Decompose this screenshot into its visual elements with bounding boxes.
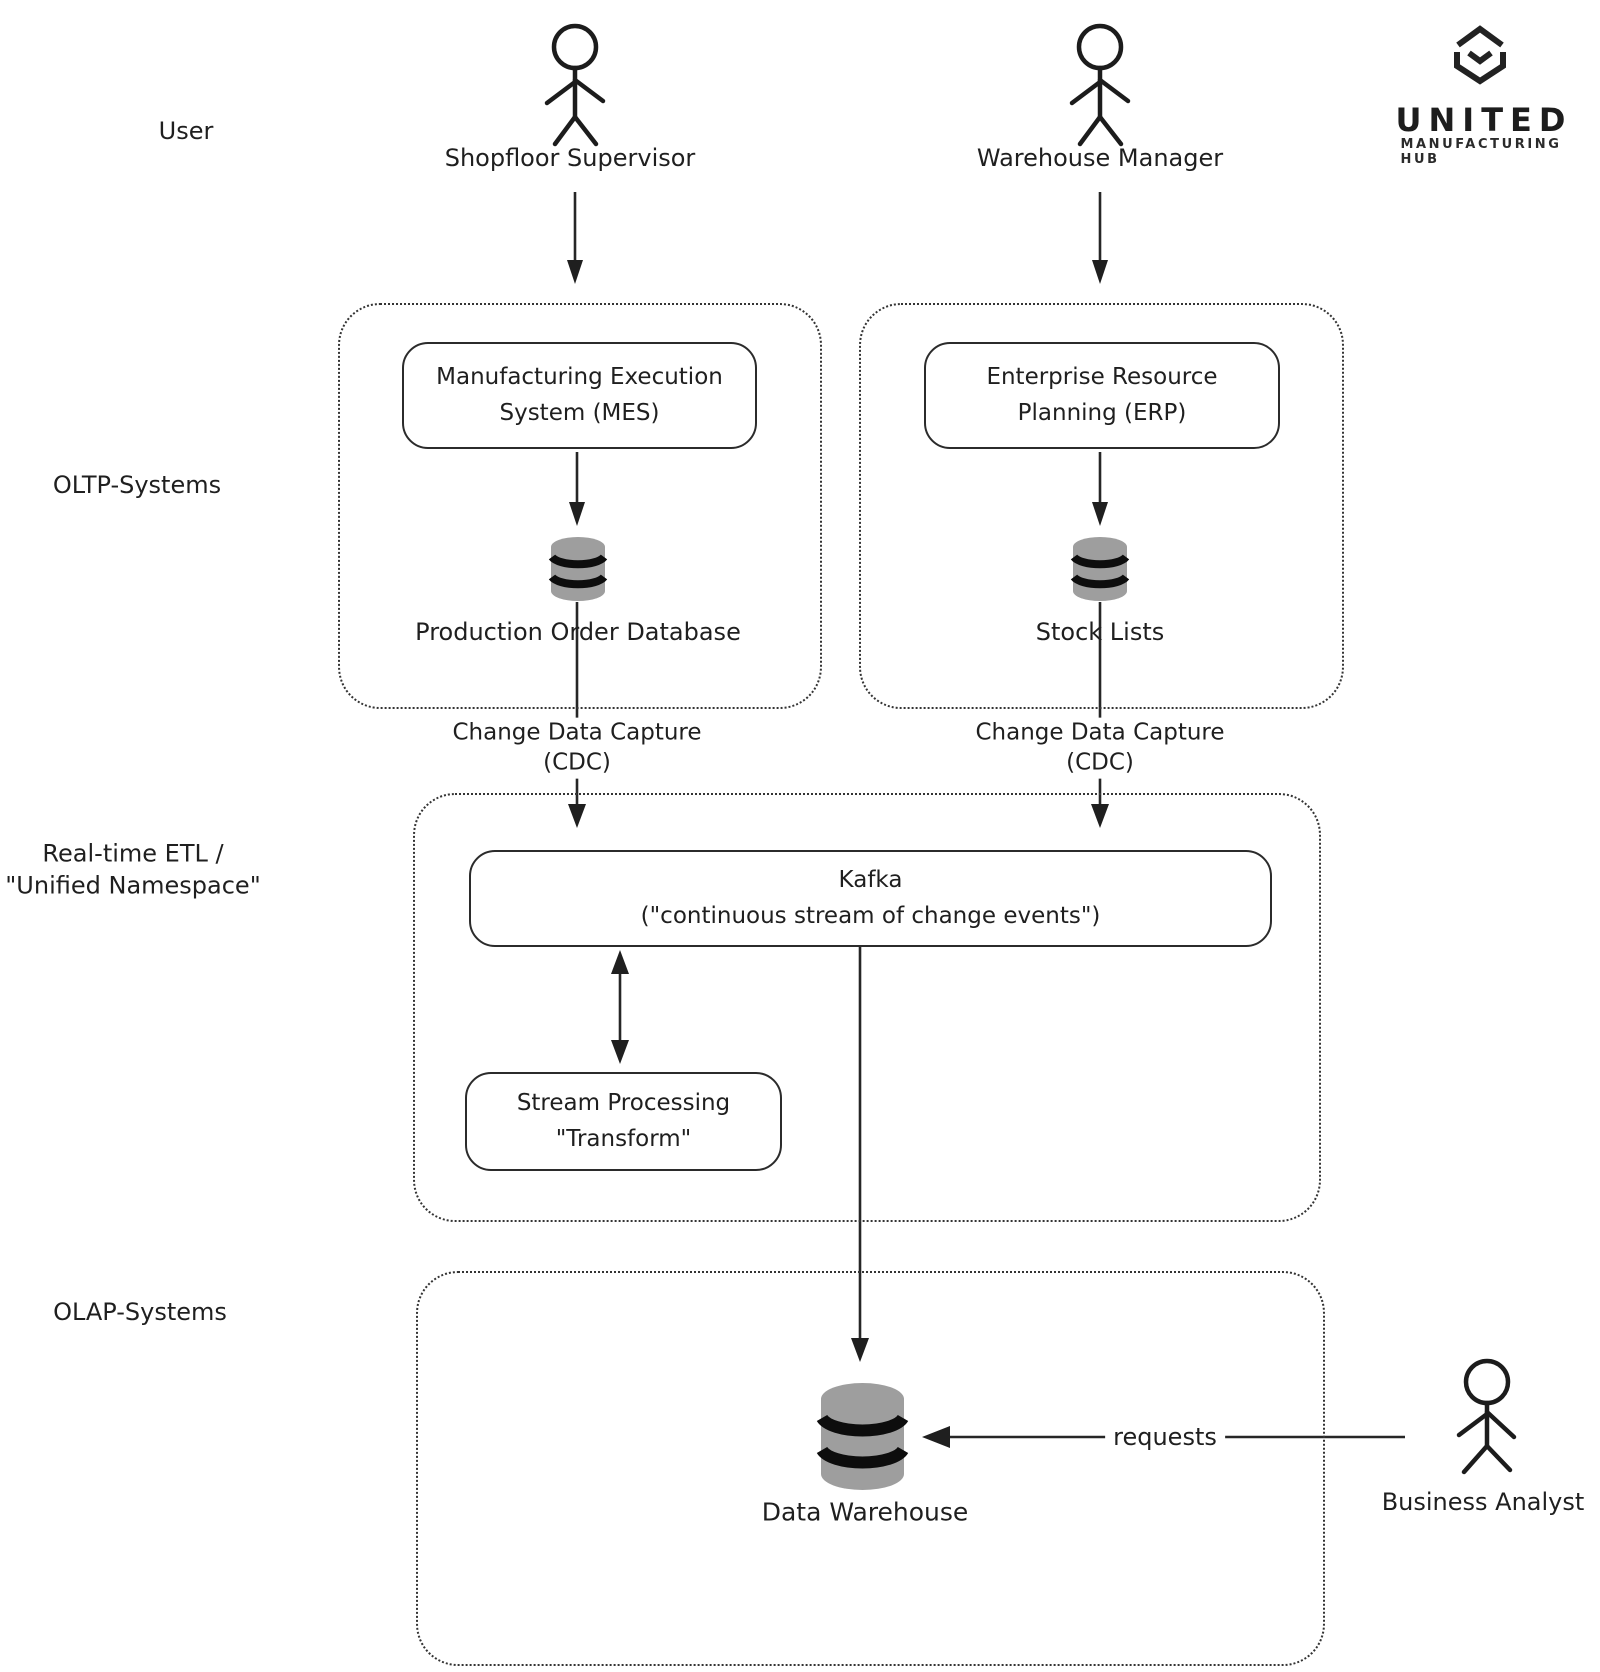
- arrowhead: [851, 1338, 869, 1362]
- olap-group: [416, 1271, 1325, 1666]
- erp-label-line2: Planning (ERP): [1017, 399, 1187, 426]
- stream-label-line1: Stream Processing: [516, 1089, 731, 1116]
- arrowhead: [611, 1040, 629, 1064]
- production-order-database-label: Production Order Database: [415, 618, 741, 646]
- data-warehouse-icon: [816, 1383, 909, 1490]
- arrowhead: [611, 950, 629, 974]
- erp-label-line1: Enterprise Resource: [986, 363, 1218, 390]
- cdc-right-label: Change Data Capture (CDC): [967, 717, 1233, 779]
- warehouse-manager-label: Warehouse Manager: [976, 144, 1224, 172]
- mes-node: Manufacturing Execution System (MES): [402, 342, 757, 449]
- shopfloor-supervisor-label: Shopfloor Supervisor: [444, 144, 696, 172]
- production-order-database-icon: [548, 537, 608, 601]
- kafka-label-line2: ("continuous stream of change events"): [640, 902, 1101, 929]
- oltp-group-erp: [859, 303, 1344, 709]
- lane-label-etl-line2: "Unified Namespace": [5, 871, 261, 899]
- stream-label-line2: "Transform": [555, 1125, 692, 1152]
- stream-processing-node: Stream Processing "Transform": [465, 1072, 782, 1171]
- business-analyst-label: Business Analyst: [1381, 1488, 1585, 1516]
- kafka-node: Kafka ("continuous stream of change even…: [469, 850, 1272, 947]
- lane-label-oltp: OLTP-Systems: [52, 471, 222, 499]
- stock-lists-label: Stock Lists: [1035, 618, 1165, 646]
- umh-logo-icon: [1454, 25, 1506, 85]
- arrowhead: [568, 804, 586, 828]
- arrowhead: [567, 260, 583, 284]
- warehouse-manager-figure: [1069, 23, 1131, 147]
- business-analyst-figure: [1456, 1358, 1517, 1475]
- arrowhead: [1091, 804, 1109, 828]
- logo-subtitle: MANUFACTURING HUB: [1400, 137, 1562, 167]
- stock-lists-database-icon: [1070, 537, 1130, 601]
- cdc-left-label: Change Data Capture (CDC): [444, 717, 710, 779]
- mes-label-line2: System (MES): [499, 399, 660, 426]
- lane-label-etl-line1: Real-time ETL /: [42, 839, 224, 868]
- arrowhead: [569, 502, 585, 526]
- kafka-label-line1: Kafka: [838, 866, 903, 893]
- mes-label-line1: Manufacturing Execution: [436, 363, 723, 390]
- lane-label-user: User: [158, 117, 214, 145]
- requests-label: requests: [1105, 1423, 1225, 1451]
- arrowhead: [922, 1426, 950, 1448]
- arrowhead: [1092, 502, 1108, 526]
- data-warehouse-label: Data Warehouse: [761, 1497, 969, 1527]
- lane-label-olap: OLAP-Systems: [53, 1298, 227, 1326]
- oltp-group-mes: [338, 303, 822, 709]
- logo-title: UNITED: [1395, 101, 1573, 139]
- shopfloor-supervisor-figure: [544, 23, 606, 147]
- arrowhead: [1092, 260, 1108, 284]
- etl-group: [413, 793, 1321, 1222]
- erp-node: Enterprise Resource Planning (ERP): [924, 342, 1280, 449]
